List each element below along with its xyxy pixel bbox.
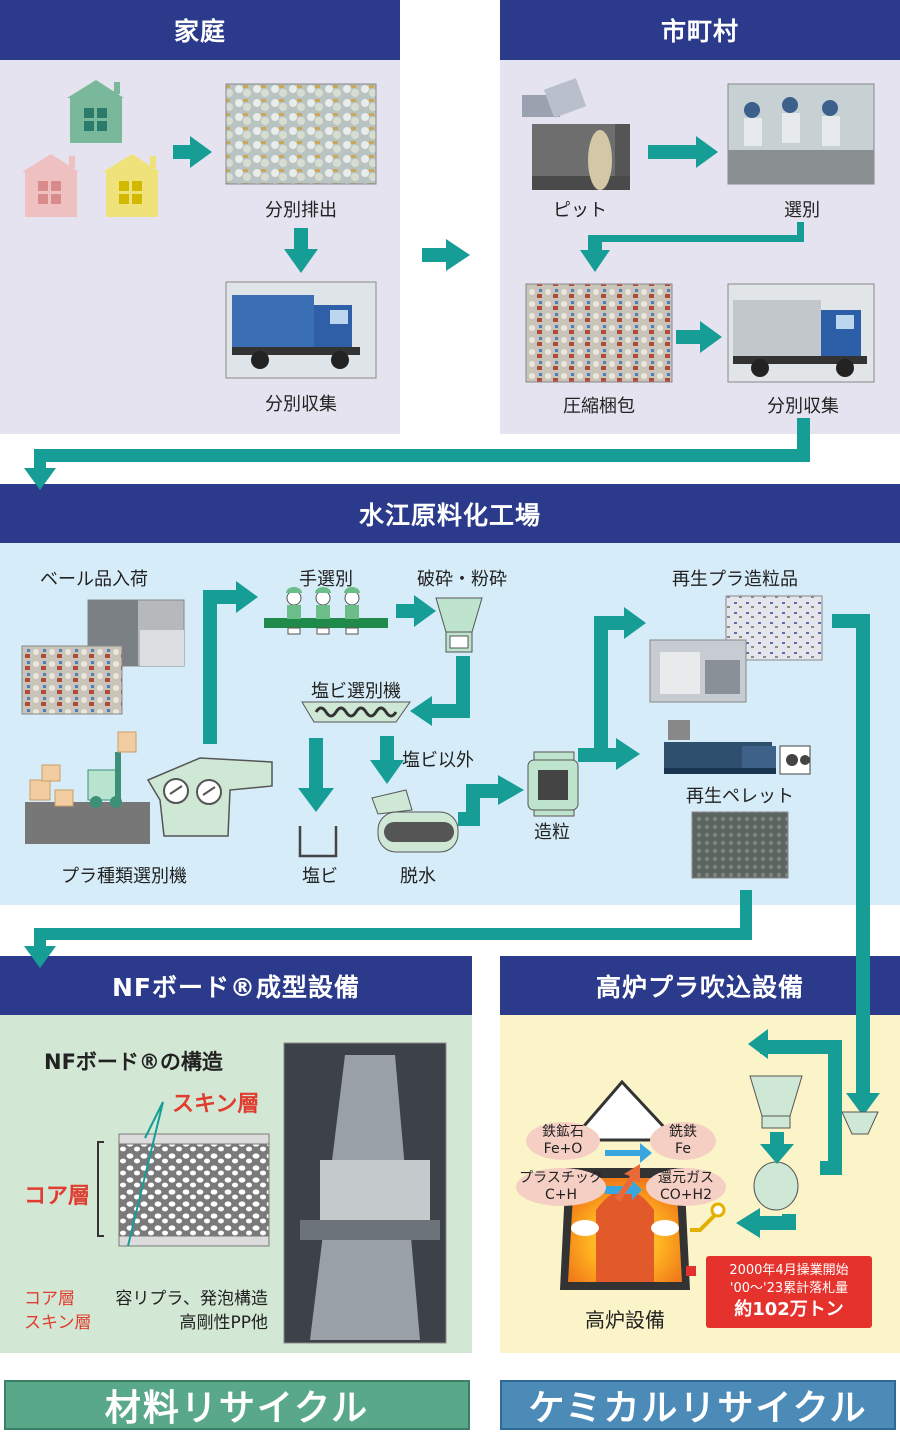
dewatering-label: 脱水 — [400, 866, 436, 887]
operation-note-box: 2000年4月操業開始 '00～'23累計落札量 約102万トン — [706, 1256, 872, 1328]
crusher-machine — [435, 597, 483, 653]
reducing-gas-label: 還元ガス — [658, 1170, 714, 1186]
blast-furnace-header: 高炉プラ吹込設備 — [500, 956, 900, 1015]
iron-ore-bubble: 鉄鉱石 Fe+O — [526, 1122, 600, 1160]
core-layer-label: コア層 — [24, 1184, 91, 1209]
house-icon-yellow — [103, 154, 160, 217]
plastic-type-sorter-label: プラ種類選別機 — [61, 866, 187, 887]
plastic-formula: C+H — [544, 1187, 578, 1203]
legend-skin-label: スキン層 — [24, 1313, 92, 1333]
iron-ore-label: 鉄鉱石 — [542, 1124, 584, 1140]
skin-layer-label: スキン層 — [172, 1092, 260, 1117]
pvc-label: 塩ビ — [302, 866, 338, 887]
hoppers — [749, 1075, 879, 1211]
sorting-label: 選別 — [784, 200, 820, 221]
crushing-label: 破砕・粉砕 — [417, 569, 507, 590]
pig-iron-formula: Fe — [675, 1141, 691, 1157]
note-line3: 約102万トン — [734, 1299, 844, 1320]
pig-iron-label: 銑鉄 — [669, 1124, 697, 1140]
truck-photo-2 — [727, 283, 875, 383]
nf-board-factory-photo — [283, 1042, 447, 1344]
forklift-illustration — [25, 731, 150, 844]
nf-desc-line1: 容リプラ、発泡構造 — [115, 1289, 268, 1309]
extruder-machine — [664, 720, 811, 775]
pvc-sorter-label: 塩ビ選別機 — [311, 681, 401, 702]
municipality-header: 市町村 — [500, 0, 900, 60]
nf-board-header: NFボード®成型設備 — [0, 956, 472, 1015]
dewatering-machine — [371, 789, 459, 853]
house-icon-green — [67, 80, 124, 143]
non-pvc-label: 塩ビ以外 — [402, 750, 474, 771]
recycled-pellets-label: 再生ペレット — [686, 786, 794, 807]
household-header: 家庭 — [0, 0, 400, 60]
chemical-recycle-footer: ケミカルリサイクル — [500, 1380, 896, 1430]
plastic-bubble: プラスチック C+H — [516, 1168, 606, 1206]
plastic-sorter-machine — [146, 757, 273, 837]
granulation-label: 造粒 — [534, 822, 570, 843]
legend-core-label: コア層 — [24, 1289, 75, 1309]
separated-discharge-label: 分別排出 — [265, 200, 337, 221]
note-line2: '00～'23累計落札量 — [729, 1281, 849, 1296]
pvc-sorter-machine — [301, 701, 411, 723]
factory-header: 水江原料化工場 — [0, 484, 900, 543]
nf-desc-line2: 高剛性PP他 — [179, 1313, 268, 1333]
material-recycle-footer: 材料リサイクル — [4, 1380, 470, 1430]
hand-sorting-workers — [264, 587, 388, 635]
granulator-machine — [527, 751, 579, 817]
reducing-gas-formula: CO+H2 — [660, 1187, 712, 1203]
pig-iron-bubble: 銑鉄 Fe — [650, 1122, 716, 1160]
pit-label: ピット — [553, 200, 607, 221]
house-icon-pink — [22, 154, 79, 217]
reducing-gas-bubble: 還元ガス CO+H2 — [646, 1168, 726, 1206]
nf-structure-title: NFボード®の構造 — [44, 1050, 223, 1074]
iron-ore-formula: Fe+O — [543, 1141, 583, 1157]
municipality-collection-label: 分別収集 — [767, 396, 839, 417]
household-collection-label: 分別収集 — [265, 394, 337, 415]
bale-arrival-label: ベール品入荷 — [40, 569, 148, 590]
hand-sorting-label: 手選別 — [299, 569, 353, 590]
note-line1: 2000年4月操業開始 — [729, 1263, 849, 1278]
plastic-label: プラスチック — [519, 1170, 603, 1186]
blast-furnace-facility-label: 高炉設備 — [585, 1308, 665, 1332]
truck-photo-1 — [225, 281, 377, 379]
compression-baling-label: 圧縮梱包 — [563, 396, 635, 417]
nf-board-structure — [97, 1101, 270, 1247]
blast-furnace-illustration — [560, 1079, 726, 1290]
recycled-granules-label: 再生プラ造粒品 — [672, 569, 798, 590]
pit-illustration — [522, 78, 630, 190]
